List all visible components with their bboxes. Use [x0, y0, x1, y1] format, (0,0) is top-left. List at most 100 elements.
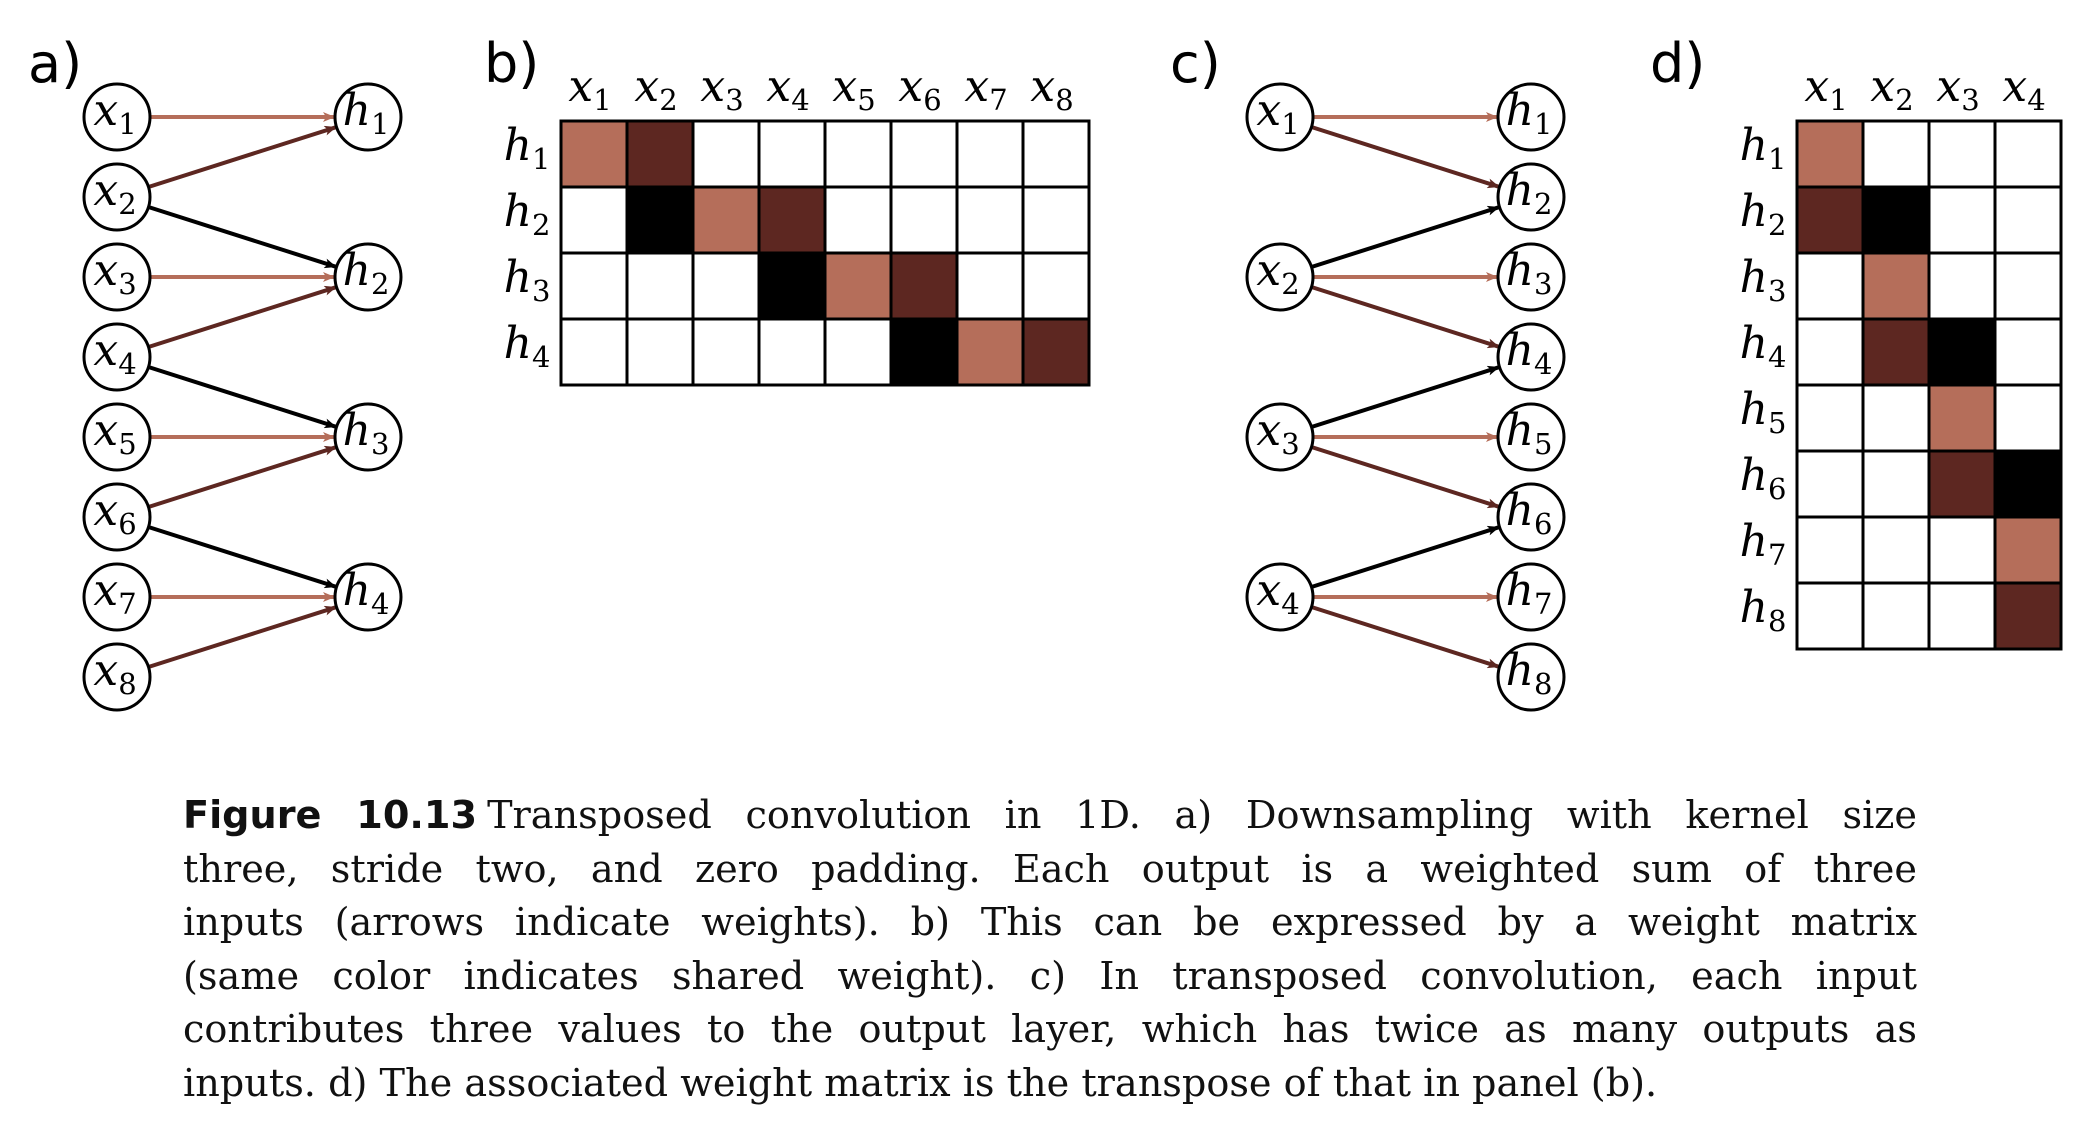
- matrix-cell-empty: [955, 251, 1025, 321]
- input-node-label: x6: [93, 485, 136, 541]
- output-node-label: h4: [343, 565, 390, 621]
- matrix-cell-empty: [1993, 251, 2063, 321]
- weight-arrow-dark: [1310, 525, 1500, 589]
- caption-line: three, stride two, and zero padding. Eac…: [183, 847, 1917, 892]
- matrix-cell-empty: [757, 119, 827, 189]
- input-node-label: x3: [1256, 405, 1299, 461]
- matrix-row-label: h1: [1740, 120, 1787, 176]
- input-node-label: x2: [1256, 245, 1299, 301]
- output-node: [1496, 162, 1566, 232]
- panel-c-label: c): [1170, 32, 1221, 95]
- input-node-label: x8: [93, 645, 136, 701]
- matrix-cell-empty: [955, 119, 1025, 189]
- matrix-cell-dark: [889, 317, 959, 387]
- output-node: [1496, 562, 1566, 632]
- caption-line: (same color indicates shared weight). c)…: [183, 954, 1917, 999]
- weight-arrow-medium: [147, 125, 337, 189]
- matrix-column-label: x2: [1870, 61, 1913, 117]
- output-node-label: h2: [343, 245, 390, 301]
- input-node: [82, 482, 152, 552]
- matrix-cell-light: [1993, 515, 2063, 585]
- input-node: [82, 242, 152, 312]
- matrix-row-label: h4: [504, 318, 551, 374]
- caption-text: Transposed convolution in 1D. a) Downsam…: [487, 794, 1918, 838]
- matrix-cell-empty: [823, 119, 893, 189]
- matrix-cell-medium: [1993, 581, 2063, 651]
- matrix-row-label: h8: [1740, 582, 1787, 638]
- output-node: [1496, 402, 1566, 472]
- matrix-cell-empty: [823, 317, 893, 387]
- matrix-cell-empty: [1927, 515, 1997, 585]
- matrix-column-label: x1: [1804, 61, 1847, 117]
- matrix-column-label: x3: [1936, 61, 1979, 117]
- weight-arrow-medium: [147, 445, 337, 509]
- matrix-cell-medium: [1861, 317, 1931, 387]
- matrix-cell-light: [691, 185, 761, 255]
- matrix-cell-empty: [757, 317, 827, 387]
- matrix-row-label: h5: [1740, 384, 1787, 440]
- input-node-label: x1: [1256, 85, 1299, 141]
- matrix-cell-empty: [823, 185, 893, 255]
- matrix-cell-empty: [1861, 383, 1931, 453]
- matrix-cell-medium: [889, 251, 959, 321]
- input-node: [82, 162, 152, 232]
- matrix-cell-empty: [1927, 185, 1997, 255]
- matrix-cell-empty: [1795, 383, 1865, 453]
- matrix-cell-empty: [1021, 119, 1091, 189]
- matrix-row-label: h3: [1740, 252, 1787, 308]
- input-node-label: x5: [93, 405, 136, 461]
- weight-arrow-medium: [1310, 605, 1500, 669]
- input-node: [82, 322, 152, 392]
- matrix-cell-medium: [625, 119, 695, 189]
- output-node-label: h2: [1506, 165, 1553, 221]
- input-node: [82, 402, 152, 472]
- matrix-cell-light: [955, 317, 1025, 387]
- matrix-column-label: x4: [766, 61, 809, 117]
- output-node: [1496, 242, 1566, 312]
- output-node: [1496, 82, 1566, 152]
- output-node: [1496, 642, 1566, 712]
- matrix-column-label: x3: [700, 61, 743, 117]
- matrix-cell-medium: [757, 185, 827, 255]
- matrix-cell-empty: [1021, 251, 1091, 321]
- matrix-column-label: x7: [964, 61, 1007, 117]
- input-node-label: x4: [93, 325, 136, 381]
- matrix-cell-medium: [1021, 317, 1091, 387]
- panel-b-label: b): [484, 32, 539, 95]
- output-node-label: h6: [1506, 485, 1553, 541]
- matrix-row-label: h4: [1740, 318, 1787, 374]
- matrix-column-label: x4: [2002, 61, 2045, 117]
- weight-arrow-dark: [147, 365, 337, 429]
- weight-arrow-medium: [147, 605, 337, 669]
- input-node: [1245, 242, 1315, 312]
- matrix-row-label: h7: [1740, 516, 1787, 572]
- matrix-cell-empty: [559, 317, 629, 387]
- matrix-cells: [559, 119, 1091, 387]
- matrix-cell-empty: [1861, 581, 1931, 651]
- matrix-cell-dark: [625, 185, 695, 255]
- input-node: [82, 642, 152, 712]
- caption-line: contributes three values to the output l…: [183, 1008, 1917, 1052]
- input-node: [1245, 562, 1315, 632]
- output-node-label: h5: [1506, 405, 1553, 461]
- weight-arrow-medium: [147, 285, 337, 349]
- matrix-column-label: x2: [634, 61, 677, 117]
- input-node-label: x3: [93, 245, 136, 301]
- output-node: [333, 402, 403, 472]
- matrix-cell-empty: [1795, 251, 1865, 321]
- matrix-cell-dark: [1927, 317, 1997, 387]
- matrix-cell-empty: [625, 251, 695, 321]
- weight-arrow-dark: [147, 205, 337, 269]
- matrix-cell-empty: [1927, 251, 1997, 321]
- input-node: [82, 562, 152, 632]
- matrix-cell-empty: [1927, 581, 1997, 651]
- matrix-row-label: h1: [504, 120, 551, 176]
- weight-arrow-medium: [1310, 285, 1500, 349]
